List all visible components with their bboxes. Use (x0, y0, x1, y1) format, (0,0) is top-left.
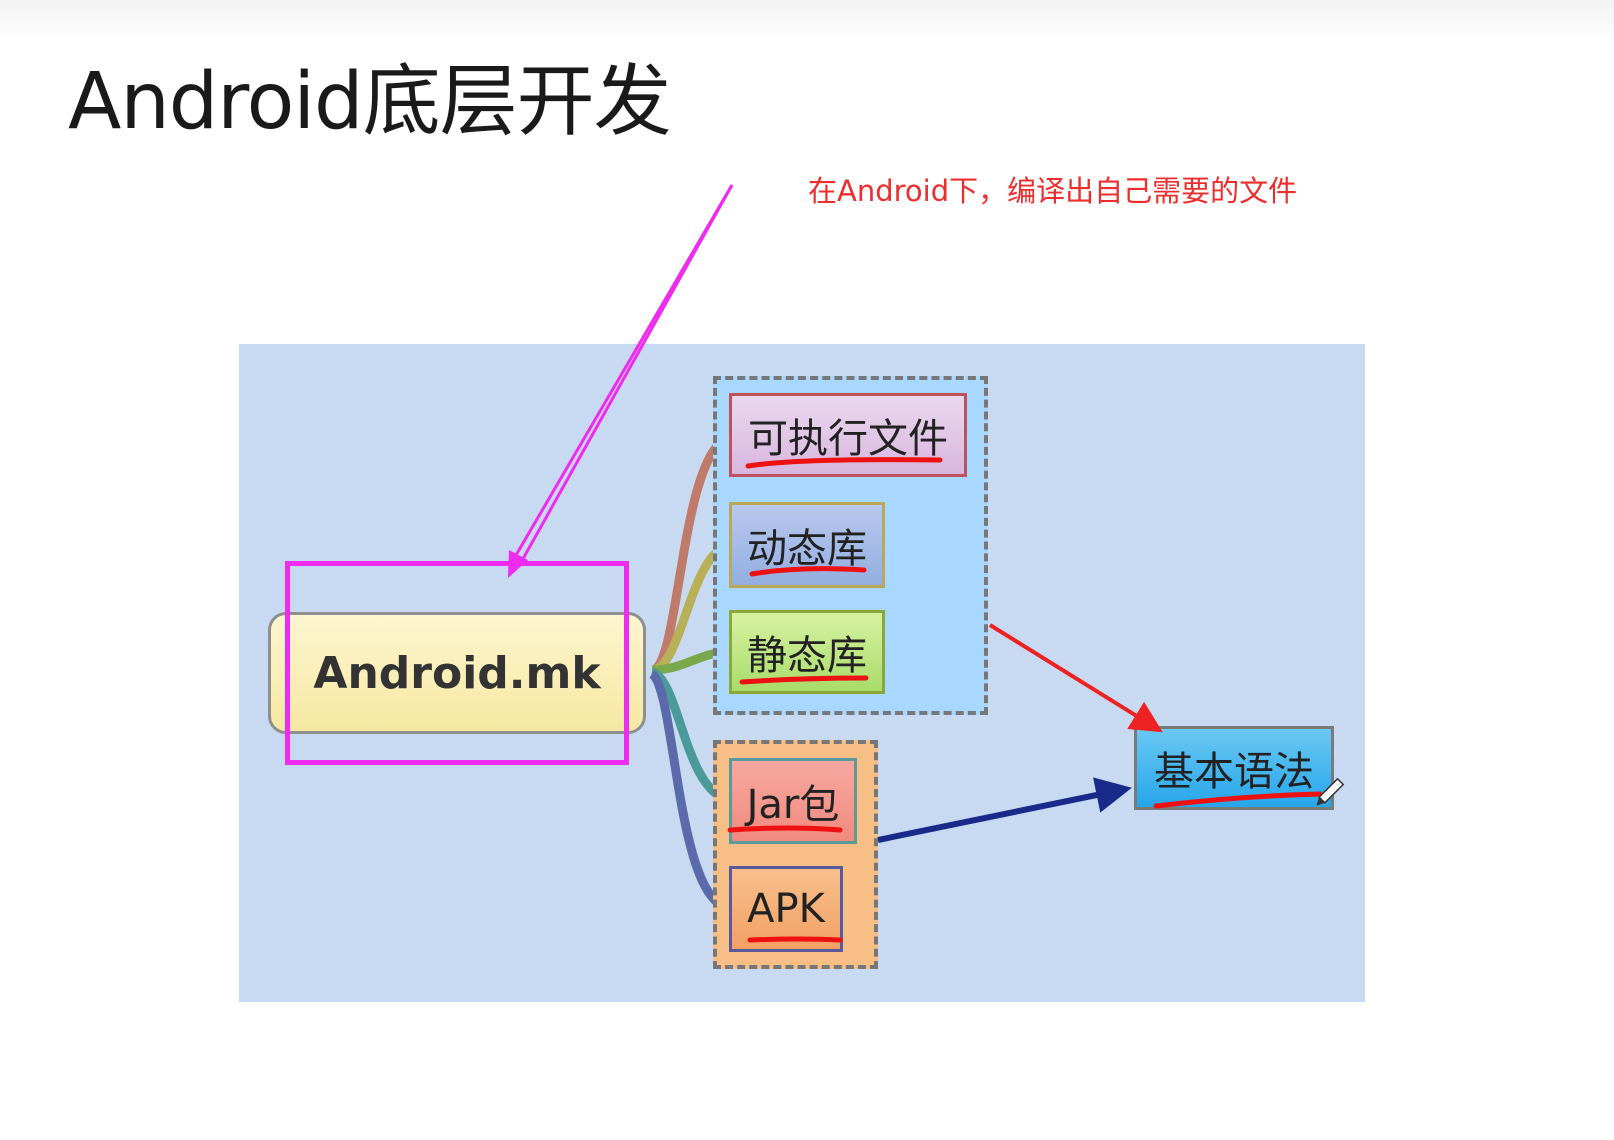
underline-static (739, 675, 869, 685)
underline-apk (747, 936, 843, 943)
navy-arrow (877, 777, 1132, 843)
highlight-box (285, 561, 629, 765)
root-node: Android.mk (268, 612, 646, 734)
red-arrow (988, 623, 1163, 733)
underline-exec (745, 457, 943, 469)
connector-apk (648, 670, 731, 913)
annotation-text: 在Android下，编译出自己需要的文件 (808, 174, 1298, 208)
underline-jar (727, 825, 843, 833)
underline-dyn (749, 566, 867, 577)
slide-title: Android底层开发 (68, 57, 672, 147)
pointer-arrow (508, 184, 734, 578)
top-bar (0, 0, 1614, 42)
underline-syntax (1153, 791, 1323, 809)
executable-node: 可执行文件 (729, 393, 967, 477)
